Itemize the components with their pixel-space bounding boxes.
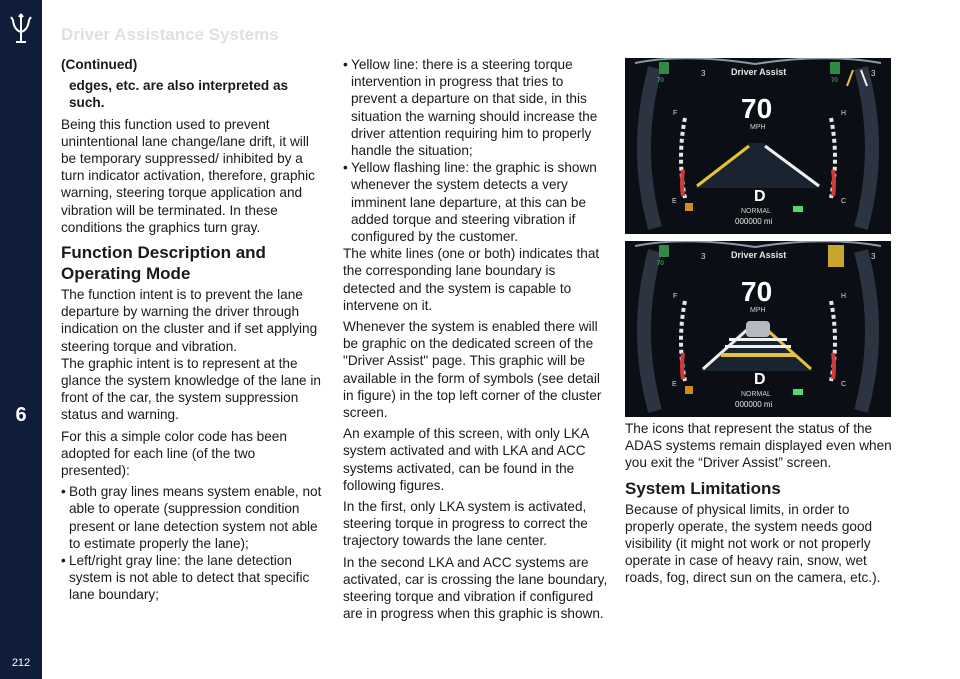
column-2: Yellow line: there is a steering torque …: [343, 56, 609, 627]
temp-cold-label: C: [841, 381, 847, 388]
chapter-number: 6: [15, 404, 27, 426]
trident-logo-icon: [10, 13, 32, 43]
list-item: Yellow flashing line: the graphic is sho…: [343, 159, 609, 245]
bullet-list: Yellow line: there is a steering torque …: [343, 56, 609, 245]
column-1: (Continued) edges, etc. are also interpr…: [61, 56, 323, 604]
gear-count-right: 3: [871, 252, 876, 261]
temp-hot-label: H: [841, 110, 847, 117]
set-speed-left: 70: [657, 261, 664, 267]
list-item: Left/right gray line: the lane detection…: [61, 552, 323, 604]
paragraph: For this a simple color code has been ad…: [61, 428, 287, 479]
gear-count-left: 3: [701, 69, 706, 78]
cluster-figure-lka: Driver Assist 3 3 70 70 70 MPH F H E C D…: [625, 58, 891, 234]
fuel-empty-label: E: [672, 381, 677, 388]
temp-cold-label: C: [841, 198, 847, 205]
paragraph: Whenever the system is enabled there wil…: [343, 319, 602, 421]
cluster-figure-lka-acc: Driver Assist 3 3 70 70 MPH F H E C D NO…: [625, 241, 891, 417]
fuel-empty-label: E: [672, 198, 677, 205]
speed-unit: MPH: [750, 307, 766, 314]
gear-count-right: 3: [871, 69, 876, 78]
paragraph: The white lines (one or both) indicates …: [343, 246, 600, 313]
speed-unit: MPH: [750, 124, 766, 131]
odometer: 000000 mi: [735, 400, 773, 409]
page-number: 212: [11, 657, 31, 669]
speed-value: 70: [741, 93, 773, 124]
continued-text: edges, etc. are also interpreted as such…: [69, 78, 289, 111]
paragraph: In the first, only LKA system is activat…: [343, 499, 588, 549]
page-header: Driver Assistance Systems: [61, 25, 279, 44]
paragraph: Being this function used to prevent unin…: [61, 116, 315, 235]
list-item: Both gray lines means system enable, not…: [61, 483, 323, 552]
drive-mode: NORMAL: [741, 208, 771, 215]
temp-hot-label: H: [841, 293, 847, 300]
set-speed-right: 70: [831, 78, 838, 84]
gear-indicator: D: [754, 188, 766, 205]
sidebar: 6 212: [0, 0, 42, 679]
figure-title: Driver Assist: [731, 250, 787, 260]
section-heading: Function Description and Operating Mode: [61, 243, 266, 284]
drive-mode: NORMAL: [741, 391, 771, 398]
section-heading: System Limitations: [625, 478, 781, 498]
paragraph: In the second LKA and ACC systems are ac…: [343, 554, 608, 622]
gear-count-left: 3: [701, 252, 706, 261]
column-3: The icons that represent the status of t…: [625, 420, 895, 591]
continued-label: (Continued): [61, 57, 138, 72]
figure-title: Driver Assist: [731, 67, 787, 77]
paragraph: The function intent is to prevent the la…: [61, 287, 318, 354]
list-item: Yellow line: there is a steering torque …: [343, 56, 609, 159]
gear-indicator: D: [754, 371, 766, 388]
odometer: 000000 mi: [735, 217, 773, 226]
bullet-list: Both gray lines means system enable, not…: [61, 483, 323, 603]
paragraph: Because of physical limits, in order to …: [625, 501, 881, 586]
set-speed-left: 70: [657, 78, 664, 84]
fuel-full-label: F: [673, 293, 678, 300]
speed-value: 70: [741, 276, 773, 307]
cluster-graphic: [625, 241, 891, 417]
fuel-full-label: F: [673, 110, 678, 117]
paragraph: The icons that represent the status of t…: [625, 421, 892, 471]
paragraph: An example of this screen, with only LKA…: [343, 426, 589, 493]
paragraph: The graphic intent is to represent at th…: [61, 355, 321, 423]
cluster-graphic: [625, 58, 891, 234]
